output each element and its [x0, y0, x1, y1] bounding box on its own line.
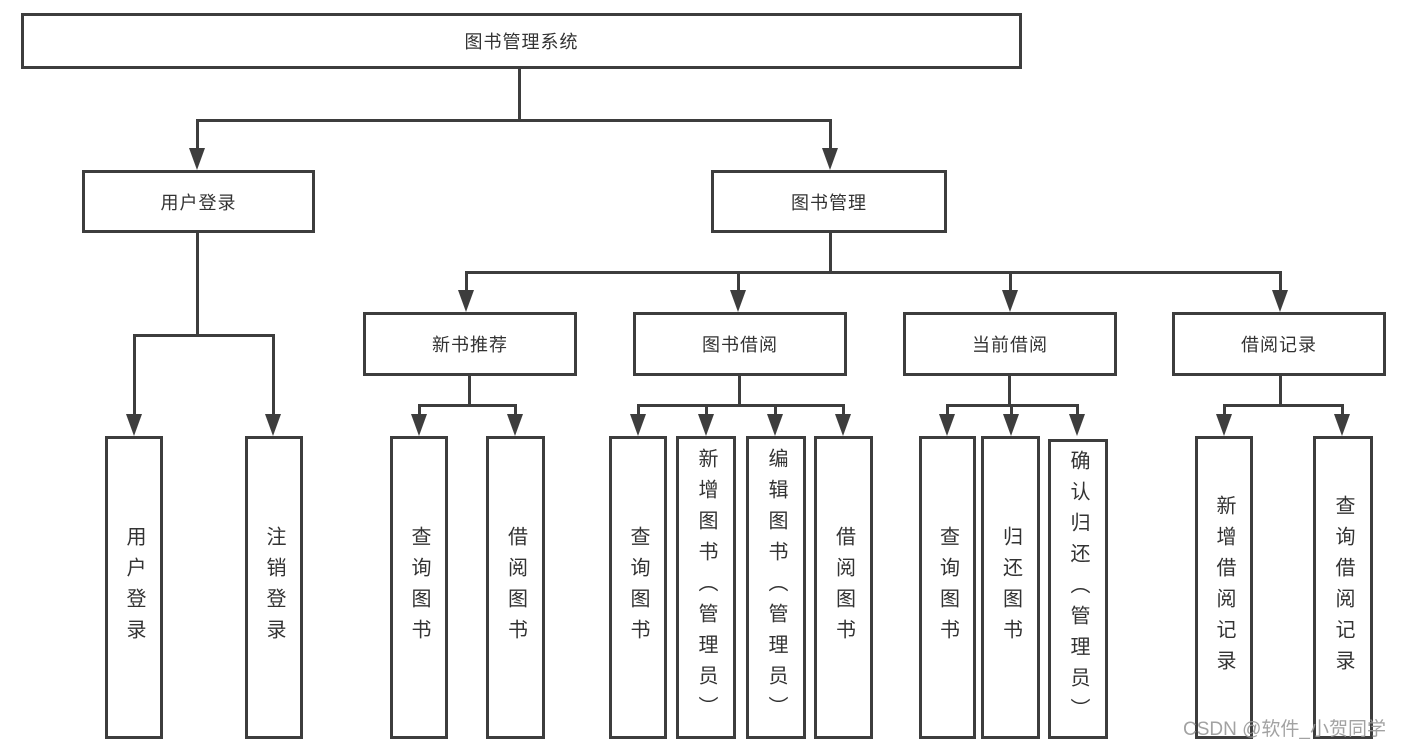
connector-line	[1223, 404, 1343, 407]
node-book-borrow-label: 图书借阅	[702, 335, 778, 355]
connector-line	[133, 334, 136, 416]
leaf-borrow-borrow-books-label: 借阅图书	[832, 525, 855, 650]
connector-line	[272, 334, 275, 416]
connector-line	[738, 376, 741, 407]
node-current-borrow-label: 当前借阅	[972, 335, 1048, 355]
connector-line	[1009, 271, 1012, 293]
leaf-borrow-query-books: 查询图书	[609, 436, 667, 739]
leaf-user-login: 用户登录	[105, 436, 163, 739]
node-user-login-label: 用户登录	[160, 192, 237, 213]
connector-line	[1008, 376, 1011, 407]
arrowhead-icon	[126, 414, 142, 436]
arrowhead-icon	[265, 414, 281, 436]
leaf-records-query-record-label: 查询借阅记录	[1332, 494, 1354, 681]
node-book-mgmt-label: 图书管理	[791, 192, 867, 213]
arrowhead-icon	[1003, 414, 1019, 436]
node-book-borrow: 图书借阅	[633, 312, 847, 376]
leaf-borrow-borrow-books: 借阅图书	[814, 436, 873, 739]
connector-line	[637, 404, 844, 407]
leaf-newrec-query-books: 查询图书	[390, 436, 448, 739]
connector-line	[829, 233, 832, 273]
connector-line	[737, 271, 740, 293]
arrowhead-icon	[698, 414, 714, 436]
leaf-borrow-edit-books-admin: 编辑图书（管理员）	[746, 436, 806, 739]
connector-line	[1223, 404, 1226, 420]
node-book-mgmt: 图书管理	[711, 170, 947, 233]
node-root: 图书管理系统	[21, 13, 1022, 69]
node-new-book-rec: 新书推荐	[363, 312, 577, 376]
arrowhead-icon	[1272, 290, 1288, 312]
connector-line	[418, 404, 421, 420]
connector-line	[637, 404, 640, 420]
leaf-borrow-add-books-admin-label: 新增图书（管理员）	[695, 448, 717, 727]
connector-line	[1279, 271, 1282, 293]
node-borrow-records: 借阅记录	[1172, 312, 1386, 376]
connector-line	[518, 69, 521, 121]
node-new-book-rec-label: 新书推荐	[432, 335, 508, 355]
leaf-current-query-books: 查询图书	[919, 436, 976, 739]
leaf-current-query-books-label: 查询图书	[936, 525, 959, 650]
csdn-watermark: CSDN @软件_小贺同学	[1183, 719, 1386, 740]
connector-line	[1010, 404, 1013, 420]
connector-line	[842, 404, 845, 420]
arrowhead-icon	[822, 148, 838, 170]
connector-line	[514, 404, 517, 420]
arrowhead-icon	[1216, 414, 1232, 436]
leaf-borrow-edit-books-admin-label: 编辑图书（管理员）	[765, 448, 787, 727]
connector-line	[1076, 404, 1079, 420]
connector-line	[829, 119, 832, 154]
leaf-records-query-record: 查询借阅记录	[1313, 436, 1373, 739]
arrowhead-icon	[1002, 290, 1018, 312]
arrowhead-icon	[767, 414, 783, 436]
connector-line	[1341, 404, 1344, 420]
connector-line	[946, 404, 949, 420]
node-current-borrow: 当前借阅	[903, 312, 1117, 376]
leaf-newrec-query-books-label: 查询图书	[408, 525, 430, 650]
arrowhead-icon	[730, 290, 746, 312]
arrowhead-icon	[411, 414, 427, 436]
connector-line	[468, 376, 471, 407]
connector-line	[1279, 376, 1282, 407]
arrowhead-icon	[189, 148, 205, 170]
arrowhead-icon	[939, 414, 955, 436]
node-borrow-records-label: 借阅记录	[1241, 335, 1317, 355]
connector-line	[418, 404, 517, 407]
arrowhead-icon	[630, 414, 646, 436]
leaf-logout: 注销登录	[245, 436, 303, 739]
arrowhead-icon	[507, 414, 523, 436]
connector-line	[705, 404, 708, 420]
leaf-current-return-books-label: 归还图书	[999, 525, 1022, 650]
leaf-newrec-borrow-books-label: 借阅图书	[504, 525, 527, 650]
connector-line	[196, 119, 199, 154]
leaf-borrow-query-books-label: 查询图书	[627, 525, 649, 650]
connector-line	[196, 119, 832, 122]
leaf-current-confirm-return-admin: 确认归还（管理员）	[1048, 439, 1108, 739]
leaf-newrec-borrow-books: 借阅图书	[486, 436, 545, 739]
leaf-borrow-add-books-admin: 新增图书（管理员）	[676, 436, 736, 739]
connector-line	[133, 334, 275, 337]
arrowhead-icon	[1334, 414, 1350, 436]
leaf-user-login-label: 用户登录	[123, 525, 145, 650]
leaf-records-add-record-label: 新增借阅记录	[1213, 494, 1235, 681]
leaf-records-add-record: 新增借阅记录	[1195, 436, 1253, 739]
connector-line	[774, 404, 777, 420]
arrowhead-icon	[1069, 414, 1085, 436]
connector-line	[196, 233, 199, 336]
connector-line	[465, 271, 1282, 274]
leaf-logout-label: 注销登录	[263, 525, 285, 650]
node-user-login: 用户登录	[82, 170, 315, 233]
node-root-label: 图书管理系统	[464, 32, 579, 52]
arrowhead-icon	[835, 414, 851, 436]
leaf-current-return-books: 归还图书	[981, 436, 1040, 739]
arrowhead-icon	[458, 290, 474, 312]
connector-line	[465, 271, 468, 293]
leaf-current-confirm-return-admin-label: 确认归还（管理员）	[1067, 449, 1089, 729]
